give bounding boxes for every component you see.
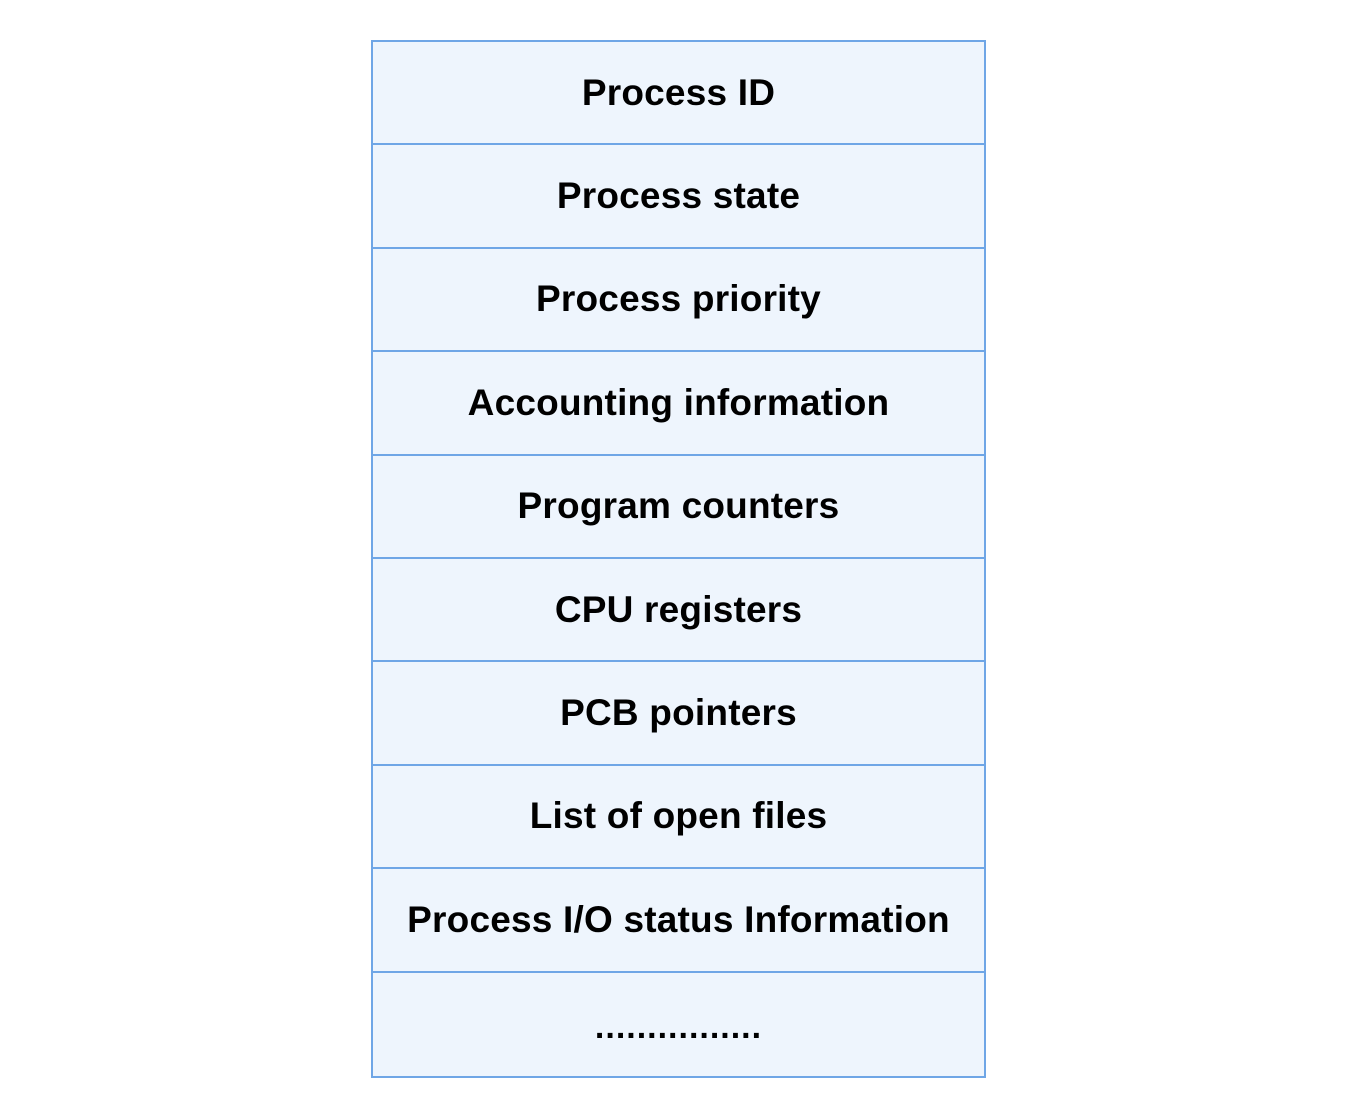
pcb-row-pcb-pointers: PCB pointers: [373, 662, 984, 766]
pcb-row-ellipsis: ................: [594, 1007, 763, 1046]
pcb-row-program-counters: Program counters: [373, 456, 984, 559]
pcb-row-open-files: List of open files: [373, 766, 984, 870]
pcb-row-process-state: Process state: [373, 145, 984, 249]
process-control-block-table: Process ID Process state Process priorit…: [371, 40, 986, 1078]
pcb-row-accounting-information: Accounting information: [373, 352, 984, 456]
pcb-row-cpu-registers: CPU registers: [373, 559, 984, 663]
pcb-row-process-id: Process ID: [373, 42, 984, 146]
pcb-row-io-status: Process I/O status Information: [373, 869, 984, 973]
pcb-row-process-priority: Process priority: [373, 249, 984, 353]
